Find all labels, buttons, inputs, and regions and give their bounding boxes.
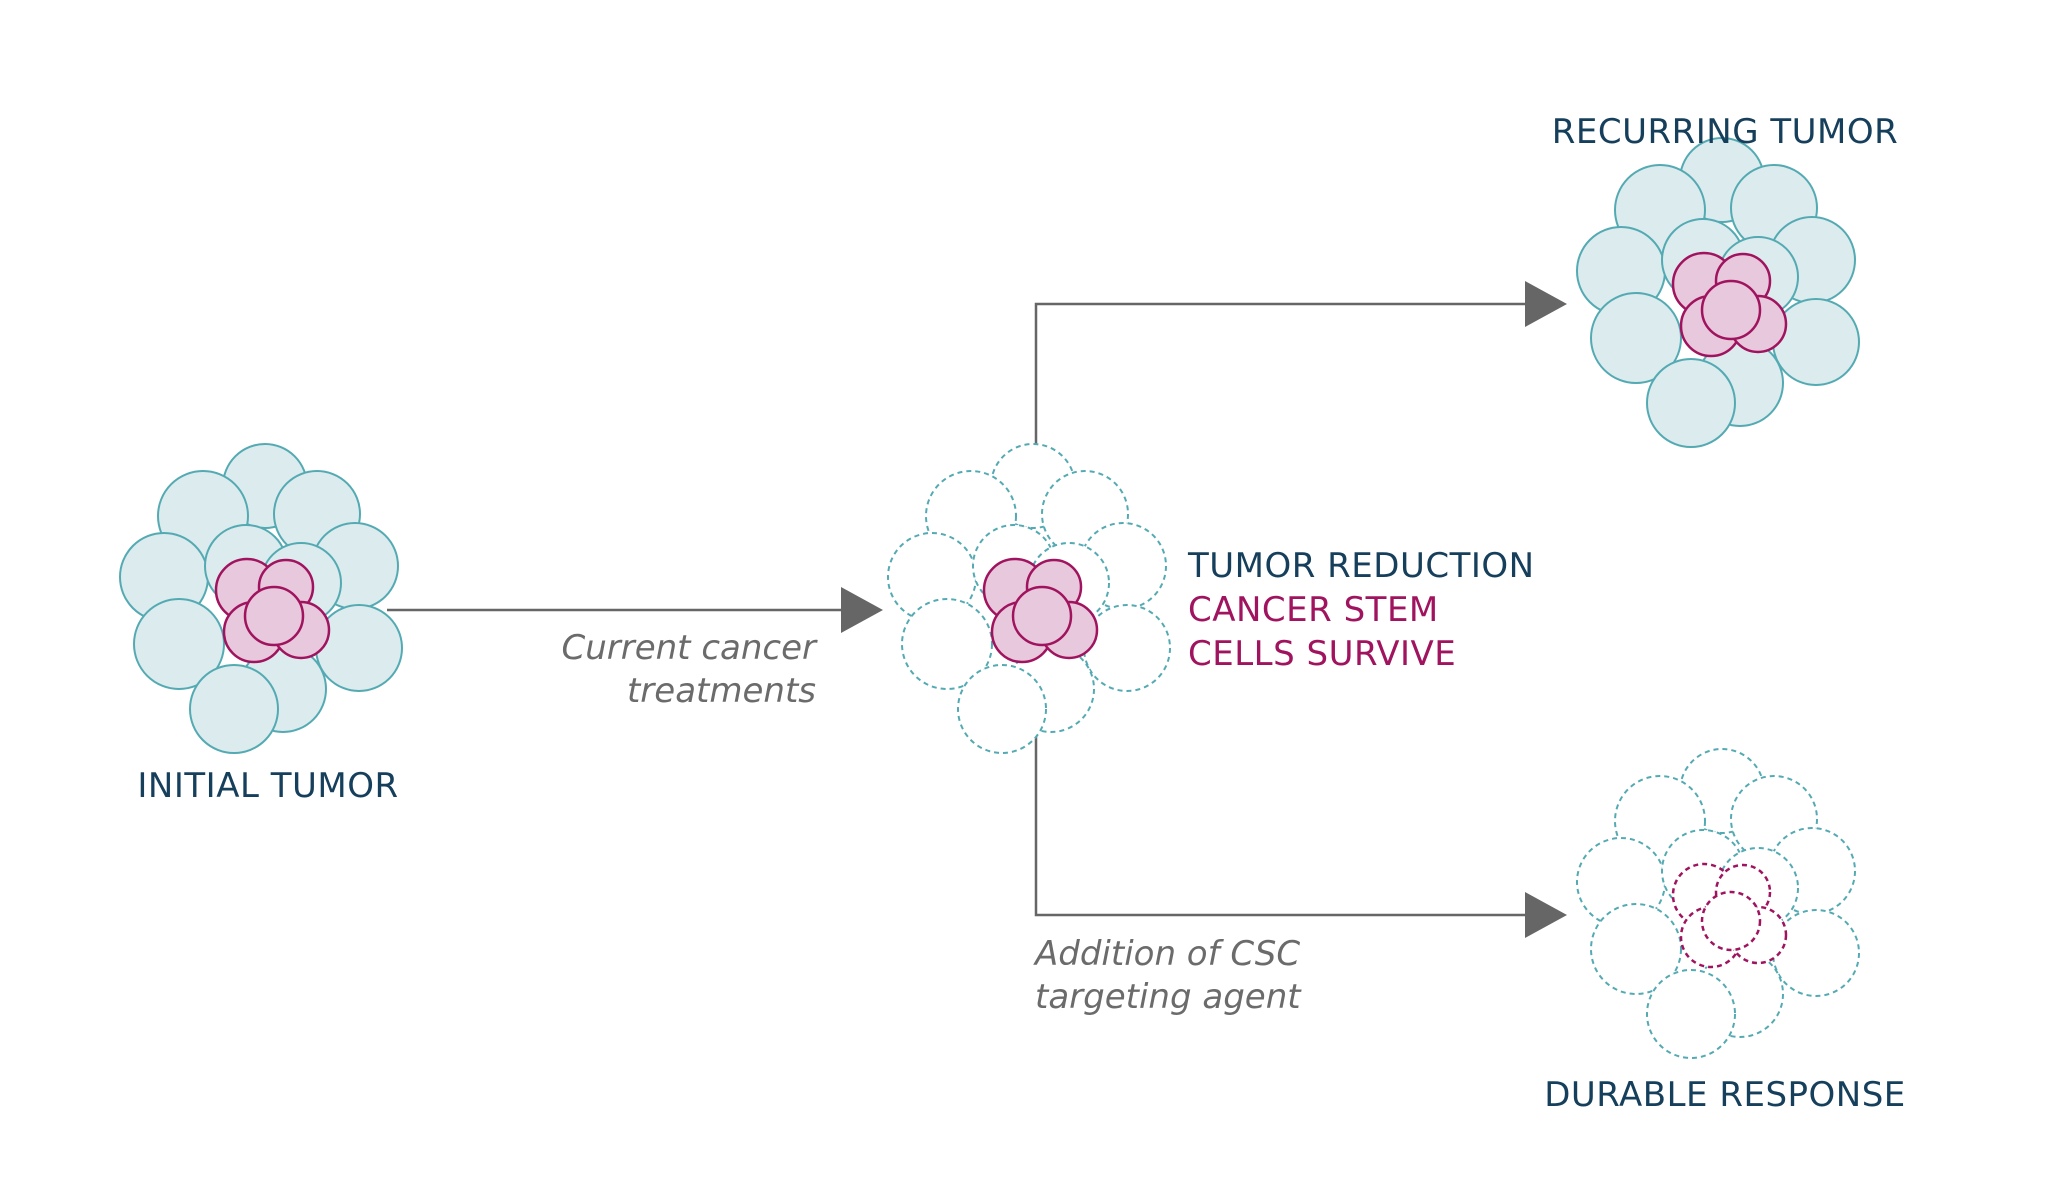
cancer-stem-cell [1011,585,1073,647]
csc-caption-line1: Addition of CSC [1033,934,1300,974]
durable-response-label: DURABLE RESPONSE [1544,1075,1906,1115]
tumor-cell [1772,909,1860,997]
tumor-cell [1590,292,1682,384]
durable-response-cluster [1576,748,1860,1059]
recur-arrow [1034,281,1567,487]
tumor-cell [901,598,993,690]
initial-tumor-label: INITIAL TUMOR [137,766,398,806]
tumor-cell [1772,298,1860,386]
cancer-stem-label: CANCER STEM [1188,590,1439,630]
cancer-stem-cell [1700,279,1762,341]
csc-caption-line2: targeting agent [1035,977,1302,1017]
recurring-tumor-label: RECURRING TUMOR [1552,112,1898,152]
tumor-cell [189,664,279,754]
tumor-cell [1083,604,1171,692]
tumor-cell [1646,969,1736,1059]
treatment-caption-line2: treatments [627,671,816,711]
tumor-reduction-label: TUMOR REDUCTION [1187,546,1535,586]
edge-reduction-to-recurring [1034,281,1567,487]
cancer-stem-cell [243,585,305,647]
tumor-cell [1590,903,1682,995]
tumor-cell [315,604,403,692]
initial-tumor-cluster [119,443,403,754]
tumor-cell [133,598,225,690]
reduction-tumor-cluster [887,443,1171,754]
csc-arrow [1034,732,1567,938]
cancer-stem-cell [1700,890,1762,952]
treatment-caption-line1: Current cancer [561,628,818,668]
tumor-cell [1646,358,1736,448]
edge-reduction-to-durable [1034,732,1567,938]
tumor-cell [957,664,1047,754]
recurring-tumor-cluster [1576,137,1860,448]
cells-survive-label: CELLS SURVIVE [1188,634,1456,674]
